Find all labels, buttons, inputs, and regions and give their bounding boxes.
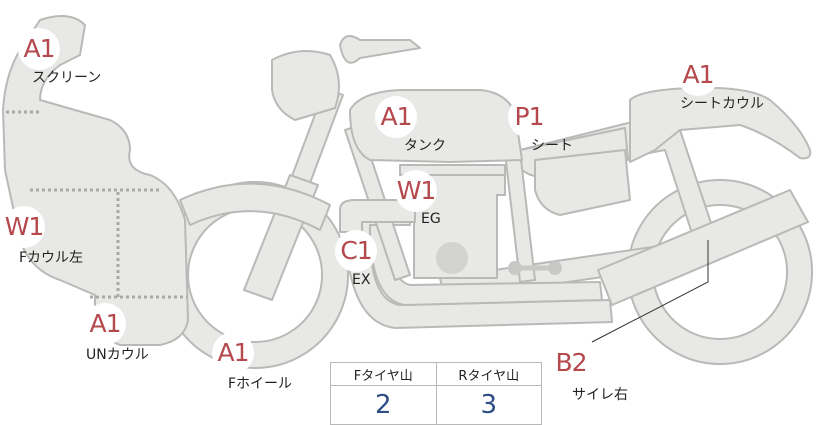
front-fairing: [2, 15, 189, 346]
side-cover: [534, 149, 631, 216]
grade-badge-engine: W1: [395, 170, 437, 212]
grade-badge-seat-cowl: A1: [677, 54, 719, 96]
grade-badge-under-cowl: A1: [84, 303, 126, 345]
grade-badge-front-cowl-left: W1: [3, 206, 45, 248]
rear-tread-header: Rタイヤ山: [435, 362, 542, 386]
label-engine: EG: [421, 211, 441, 227]
foot-peg-left: [508, 261, 522, 275]
label-screen: スクリーン: [32, 70, 102, 86]
grade-badge-exhaust: C1: [335, 230, 377, 272]
front-tread-value: 2: [330, 385, 437, 425]
front-fender: [179, 182, 331, 231]
headlight-cowl: [271, 50, 340, 121]
grade-badge-front-wheel: A1: [212, 332, 254, 374]
silencer: [597, 189, 809, 306]
grade-badge-seat: P1: [508, 96, 550, 138]
label-silencer-right: サイレ右: [572, 387, 628, 403]
foot-peg-right: [548, 261, 562, 275]
rear-tread-value: 3: [435, 385, 542, 425]
grade-badge-tank: A1: [375, 96, 417, 138]
label-under-cowl: UNカウル: [86, 347, 149, 363]
grade-badge-silencer-right: B2: [550, 342, 592, 384]
engine-cover: [436, 242, 468, 274]
label-front-cowl-left: Fカウル左: [19, 250, 84, 266]
label-exhaust: EX: [352, 272, 371, 288]
label-tank: タンク: [404, 138, 446, 154]
handlebar: [339, 35, 421, 64]
label-seat-cowl: シートカウル: [680, 96, 764, 112]
leader-line: [591, 240, 709, 343]
label-front-wheel: Fホイール: [228, 376, 293, 392]
exhaust-header: [339, 199, 416, 233]
label-seat: シート: [531, 138, 573, 154]
grade-badge-screen: A1: [18, 28, 60, 70]
front-tread-header: Fタイヤ山: [330, 362, 437, 386]
tire-tread-table: Fタイヤ山 Rタイヤ山 2 3: [330, 362, 542, 425]
